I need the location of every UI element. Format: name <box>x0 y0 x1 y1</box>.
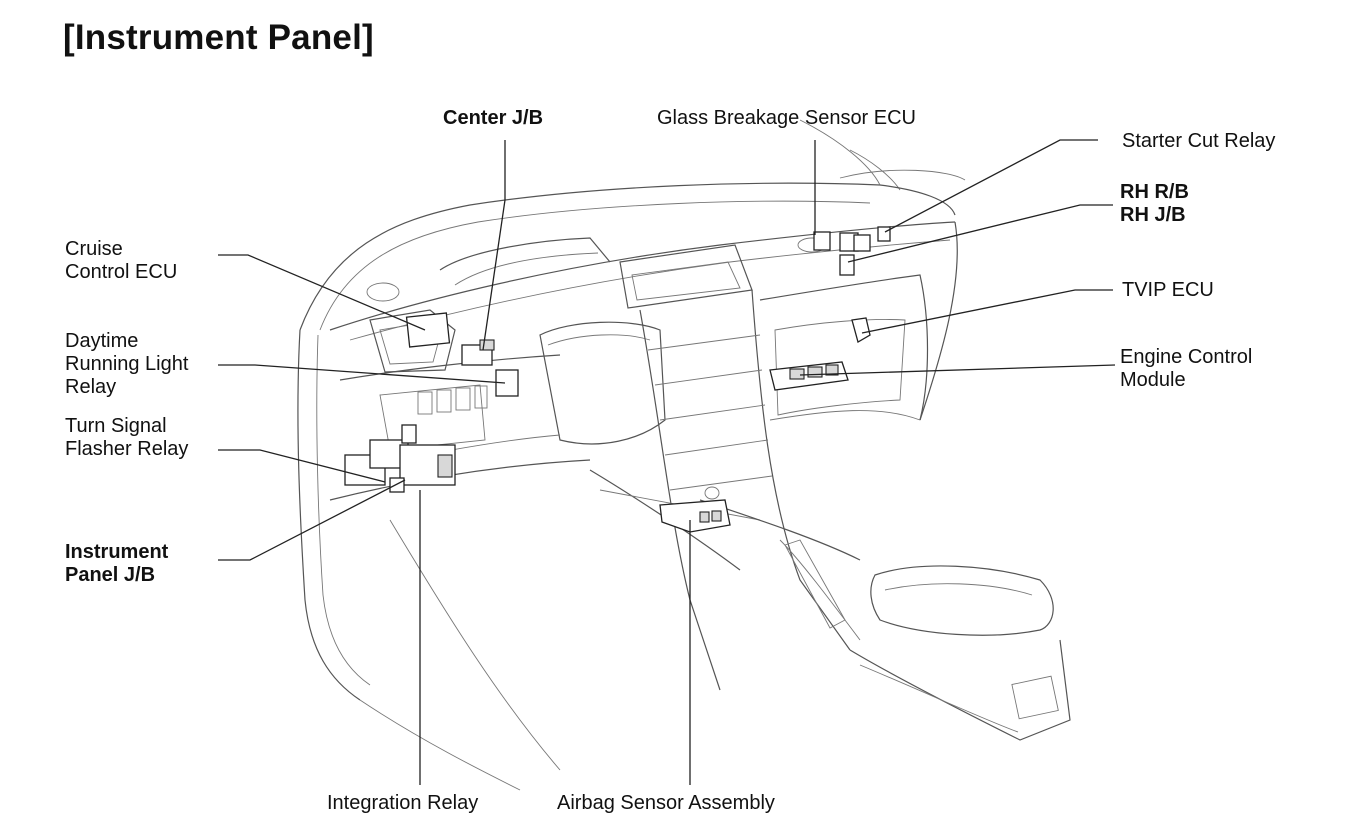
label-ipjb-line2: Panel J/B <box>65 564 156 586</box>
page-title: [Instrument Panel] <box>63 18 374 57</box>
label-starter-cut-relay: Starter Cut Relay <box>1122 130 1275 153</box>
label-airbag-text: Airbag Sensor Assembly <box>557 792 775 814</box>
label-tvip-ecu: TVIP ECU <box>1122 279 1214 302</box>
label-turn-line2: Flasher Relay <box>65 438 189 460</box>
label-integration-text: Integration Relay <box>327 792 479 814</box>
label-drl-line3: Relay <box>65 376 117 398</box>
label-engine-line2: Module <box>1120 369 1186 391</box>
label-drl-line2: Running Light <box>65 353 189 375</box>
leader-lines <box>218 139 1116 785</box>
label-turn-signal-flasher-relay: Turn Signal Flasher Relay <box>65 415 188 461</box>
label-glass-breakage-text: Glass Breakage Sensor ECU <box>657 107 917 129</box>
label-daytime-running-light-relay: Daytime Running Light Relay <box>65 330 188 399</box>
label-tvip-text: TVIP ECU <box>1122 279 1214 301</box>
label-airbag-sensor-assembly: Airbag Sensor Assembly <box>557 792 775 815</box>
label-drl-line1: Daytime <box>65 330 139 352</box>
label-cruise-line1: Cruise <box>65 238 123 260</box>
label-turn-line1: Turn Signal <box>65 415 167 437</box>
label-rh-rb-jb: RH R/B RH J/B <box>1120 181 1189 227</box>
label-starter-cut-text: Starter Cut Relay <box>1122 130 1276 152</box>
label-rh-rb-text: RH R/B <box>1120 181 1189 203</box>
label-engine-line1: Engine Control <box>1120 346 1253 368</box>
label-glass-breakage-sensor-ecu: Glass Breakage Sensor ECU <box>657 107 916 130</box>
label-cruise-control-ecu: Cruise Control ECU <box>65 238 177 284</box>
label-ipjb-line1: Instrument <box>65 541 169 563</box>
label-cruise-line2: Control ECU <box>65 261 178 283</box>
label-center-jb-text: Center J/B <box>443 107 544 129</box>
label-instrument-panel-jb: Instrument Panel J/B <box>65 541 168 587</box>
label-rh-jb-text: RH J/B <box>1120 204 1186 226</box>
label-engine-control-module: Engine Control Module <box>1120 346 1252 392</box>
label-center-jb: Center J/B <box>443 107 543 130</box>
label-integration-relay: Integration Relay <box>327 792 478 815</box>
